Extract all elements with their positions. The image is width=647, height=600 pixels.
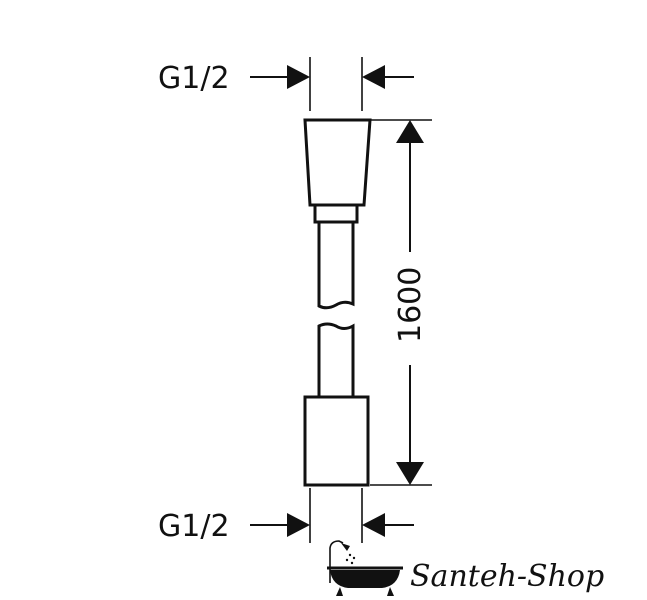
brand-name: Santeh-Shop bbox=[410, 559, 604, 594]
bottom-right-arrowhead bbox=[362, 513, 385, 537]
top-thread-dimension: G1/2 bbox=[158, 57, 414, 111]
upper-hose-segment bbox=[317, 220, 355, 310]
length-label: 1600 bbox=[393, 267, 428, 343]
top-left-arrowhead bbox=[287, 65, 310, 89]
top-nut bbox=[303, 118, 372, 207]
bathtub-shower-icon bbox=[327, 540, 403, 596]
brand-watermark: Santeh-Shop bbox=[327, 540, 604, 596]
top-right-arrowhead bbox=[362, 65, 385, 89]
bottom-left-arrowhead bbox=[287, 513, 310, 537]
top-thread-label: G1/2 bbox=[158, 61, 230, 96]
hose-body bbox=[303, 118, 372, 487]
bottom-thread-dimension: G1/2 bbox=[158, 488, 414, 544]
bottom-thread-label: G1/2 bbox=[158, 509, 230, 544]
length-dimension: 1600 bbox=[370, 119, 432, 486]
lower-hose-segment bbox=[317, 322, 355, 399]
bottom-fitting bbox=[303, 395, 370, 487]
length-top-arrowhead bbox=[396, 120, 424, 143]
top-collar bbox=[313, 203, 359, 224]
length-bottom-arrowhead bbox=[396, 462, 424, 485]
